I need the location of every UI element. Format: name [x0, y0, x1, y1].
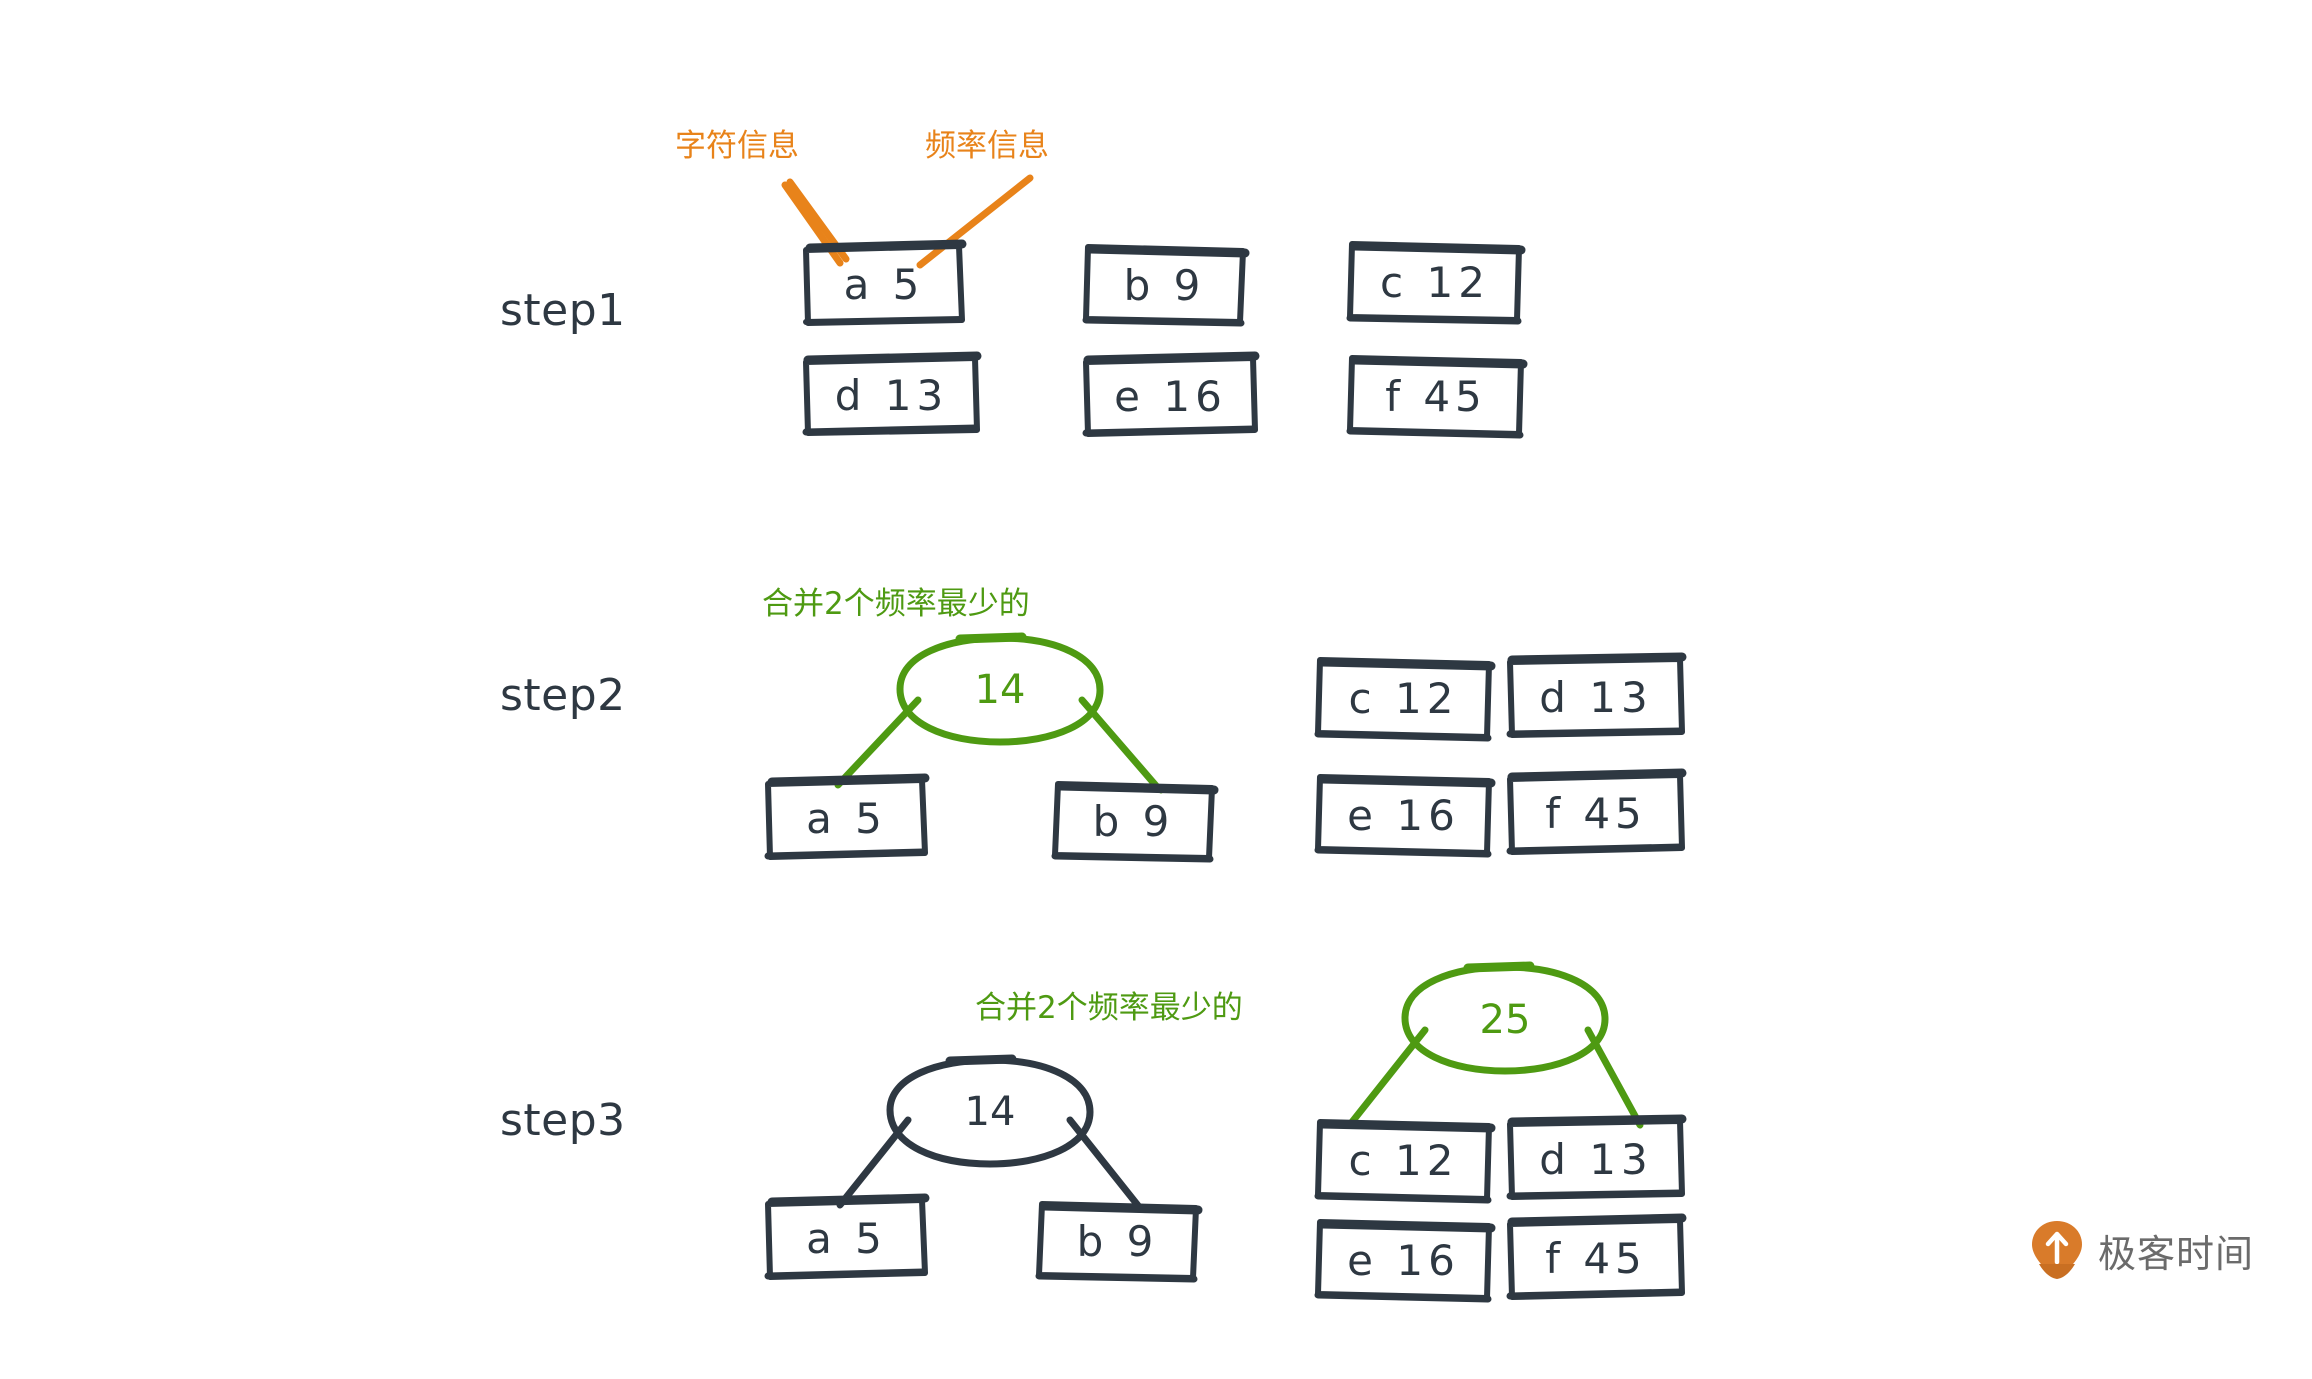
step1-node-f-text: f 45	[1385, 372, 1487, 421]
step3-node-f: f 45	[1510, 1220, 1682, 1297]
step2-node-c: c 12	[1318, 660, 1489, 737]
step3-box-outlines	[764, 1114, 1687, 1303]
location-pin-icon	[2032, 1221, 2082, 1279]
step3-edges-25	[1348, 1026, 1644, 1129]
step2-merged-oval	[896, 632, 1104, 746]
step2-node-a: a 5	[768, 780, 925, 857]
step3-node-f-text: f 45	[1545, 1234, 1647, 1283]
brand-name: 极客时间	[2098, 1231, 2255, 1276]
step2-node-e-text: e 16	[1347, 791, 1460, 840]
step3-oval-14-value: 14	[964, 1089, 1016, 1135]
step3-oval-14	[886, 1054, 1094, 1168]
step2-node-d: d 13	[1510, 659, 1682, 735]
step2-node-b-text: b 9	[1092, 797, 1175, 846]
step1-node-c-text: c 12	[1380, 257, 1490, 307]
step2-note: 合并2个频率最少的	[762, 586, 1030, 622]
step3-node-b: b 9	[1039, 1204, 1196, 1279]
step2-node-e: e 16	[1318, 777, 1489, 854]
annotation-freq-info: 频率信息	[925, 128, 1049, 164]
step3-node-c: c 12	[1318, 1122, 1489, 1199]
step1-label: step1	[500, 285, 626, 336]
brand-logo: 极客时间	[2030, 1220, 2254, 1280]
step1-node-f: f 45	[1350, 358, 1522, 435]
step2-merged-value: 14	[974, 667, 1026, 713]
step2-node-c-text: c 12	[1348, 674, 1459, 723]
step2-box-outlines	[764, 652, 1687, 863]
step3-node-e: e 16	[1318, 1222, 1489, 1299]
step1-node-d-text: d 13	[834, 371, 949, 420]
step3-note: 合并2个频率最少的	[975, 990, 1243, 1026]
step2-node-f-text: f 45	[1545, 789, 1647, 838]
step3-edges-14	[836, 1116, 1144, 1212]
step1-node-b-text: b 9	[1123, 260, 1206, 310]
step1-node-c: c 12	[1350, 244, 1520, 320]
step1-node-e-text: e 16	[1114, 371, 1227, 421]
step3-merged-value: 25	[1479, 997, 1531, 1043]
leader-line-freq	[916, 174, 1034, 269]
step3-label: step3	[500, 1095, 626, 1146]
step2-label: step2	[500, 670, 626, 721]
step3-node-a-text: a 5	[806, 1214, 887, 1263]
step1-node-b: b 9	[1086, 247, 1243, 323]
step1-node-d: d 13	[806, 358, 977, 433]
step3-node-e-text: e 16	[1347, 1236, 1460, 1285]
step3-node-d-text: d 13	[1539, 1134, 1653, 1184]
step3-node-a: a 5	[768, 1200, 925, 1277]
step2-node-b: b 9	[1055, 784, 1212, 859]
step2-node-d-text: d 13	[1539, 672, 1653, 722]
step2-node-a-text: a 5	[806, 794, 887, 843]
step1-node-e: e 16	[1086, 358, 1255, 434]
step1-node-a: a 5	[806, 246, 962, 323]
step1-box-outlines	[802, 239, 1528, 439]
step3-node-c-text: c 12	[1348, 1136, 1459, 1185]
step2-node-f: f 45	[1510, 775, 1682, 852]
step3-merged-oval	[1401, 961, 1609, 1075]
step3-node-d: d 13	[1510, 1121, 1682, 1197]
annotation-char-info: 字符信息	[675, 128, 799, 164]
step1-node-a-text: a 5	[843, 260, 925, 309]
step2-edges	[834, 696, 1164, 794]
step3-node-b-text: b 9	[1076, 1217, 1159, 1266]
